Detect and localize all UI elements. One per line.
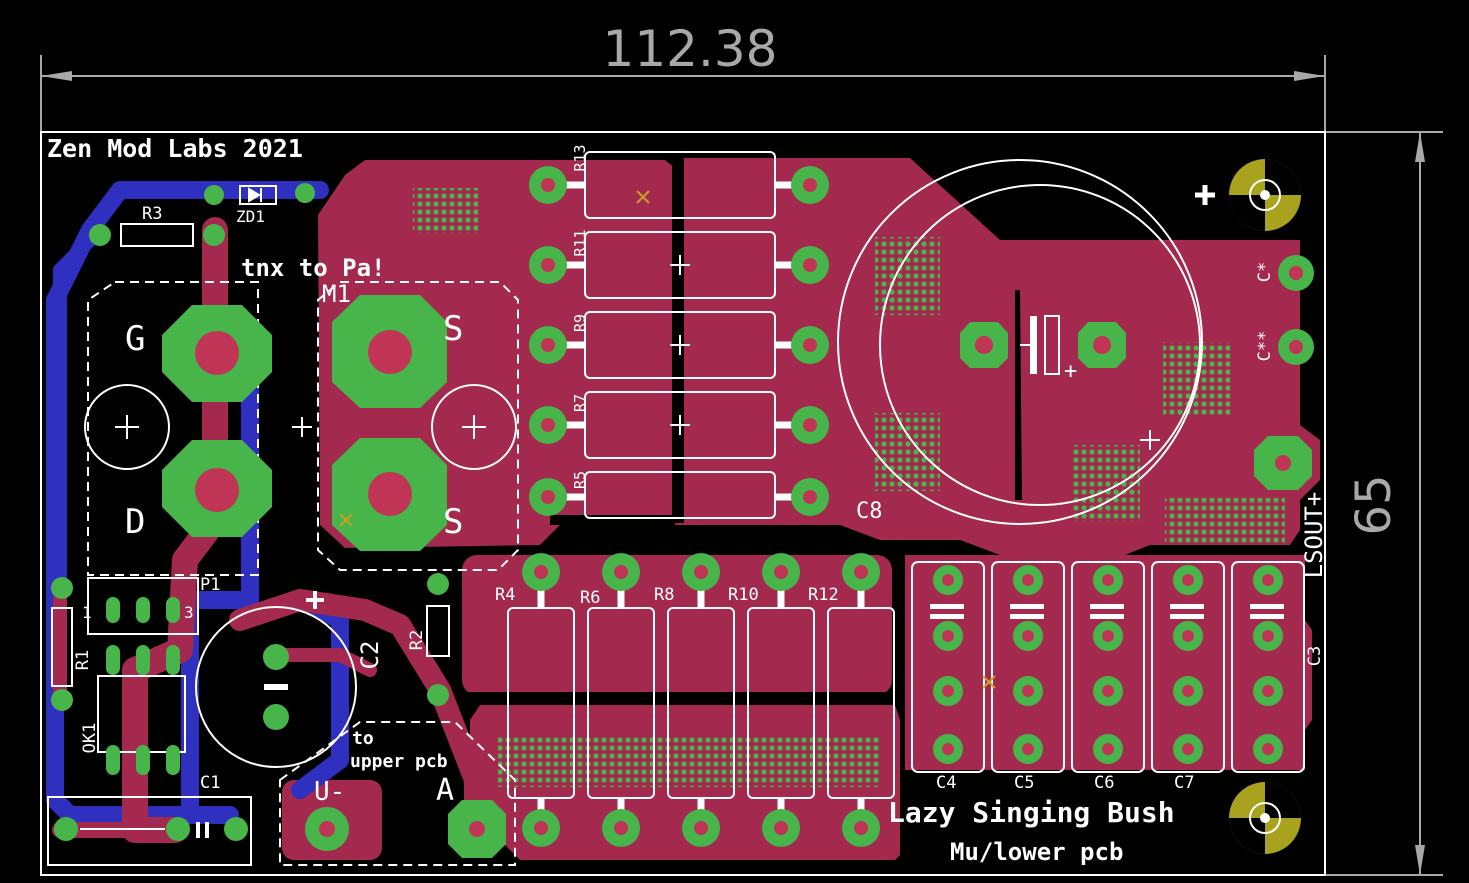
pin-source-label-1: S — [443, 309, 463, 349]
ref-ok1: OK1 — [80, 723, 100, 754]
ref-c4: C4 — [936, 773, 956, 793]
ref-c-star: C* — [1255, 262, 1275, 282]
width-dimension-label: 112.38 — [603, 20, 778, 78]
board-subtitle: Mu/lower pcb — [950, 838, 1123, 866]
ref-r13: R13 — [571, 144, 589, 171]
ref-r12: R12 — [808, 585, 839, 605]
ref-c7: C7 — [1174, 773, 1194, 793]
ref-zd1: ZD1 — [236, 207, 265, 226]
pin-gate-label: G — [125, 319, 145, 359]
silk-symbols — [80, 185, 1215, 838]
lsout-label: LSOUT+ — [1300, 492, 1328, 579]
ref-c8: C8 — [856, 499, 883, 524]
thanks-note: tnx to Pa! — [241, 254, 386, 282]
heatsink-hole-left — [84, 384, 170, 470]
ref-r5: R5 — [571, 471, 589, 489]
mosfet-ref: M1 — [322, 280, 351, 308]
ref-p1-pin1: 1 — [82, 603, 92, 622]
pin-drain-label: D — [125, 502, 145, 542]
hatched-areas — [413, 188, 1285, 787]
ref-r3: R3 — [142, 204, 162, 224]
dimension-width: 112.38 — [40, 20, 1326, 132]
ref-p1-pin3: 3 — [184, 603, 194, 622]
ref-p1: P1 — [200, 575, 220, 595]
ref-r7: R7 — [571, 394, 589, 412]
ref-c-star2: C** — [1255, 331, 1275, 362]
board-title: Zen Mod Labs 2021 — [47, 134, 303, 163]
c8-outline — [837, 159, 1203, 525]
ref-r11: R11 — [571, 229, 589, 256]
ref-c1: C1 — [200, 773, 220, 793]
ref-r6: R6 — [580, 588, 600, 608]
ref-r4: R4 — [495, 585, 515, 605]
ref-c2: C2 — [356, 641, 384, 670]
silk-outlines — [47, 185, 1305, 866]
c8-plus-label: + — [1064, 359, 1077, 384]
ref-r9: R9 — [571, 314, 589, 332]
c2-outline — [195, 606, 357, 768]
pads — [51, 159, 1314, 858]
ref-r1: R1 — [73, 650, 93, 670]
ref-r8: R8 — [654, 585, 674, 605]
heatsink-hole-right — [431, 384, 517, 470]
height-dimension-label: 65 — [1346, 474, 1402, 535]
supply-label: U- — [314, 777, 345, 807]
ref-c6: C6 — [1094, 773, 1114, 793]
markers — [339, 190, 996, 689]
upper-note-2: upper pcb — [350, 751, 448, 772]
upper-note-1: to — [352, 728, 374, 749]
ref-c5: C5 — [1014, 773, 1034, 793]
ref-r10: R10 — [728, 585, 759, 605]
film-cap-symbols — [930, 604, 1284, 619]
dimension-height: 65 — [1325, 131, 1443, 876]
pin-source-label-2: S — [443, 502, 463, 542]
board-name: Lazy Singing Bush — [888, 796, 1175, 829]
ref-c3: C3 — [1305, 646, 1325, 666]
ref-r2: R2 — [407, 630, 427, 650]
a-label: A — [436, 773, 454, 808]
